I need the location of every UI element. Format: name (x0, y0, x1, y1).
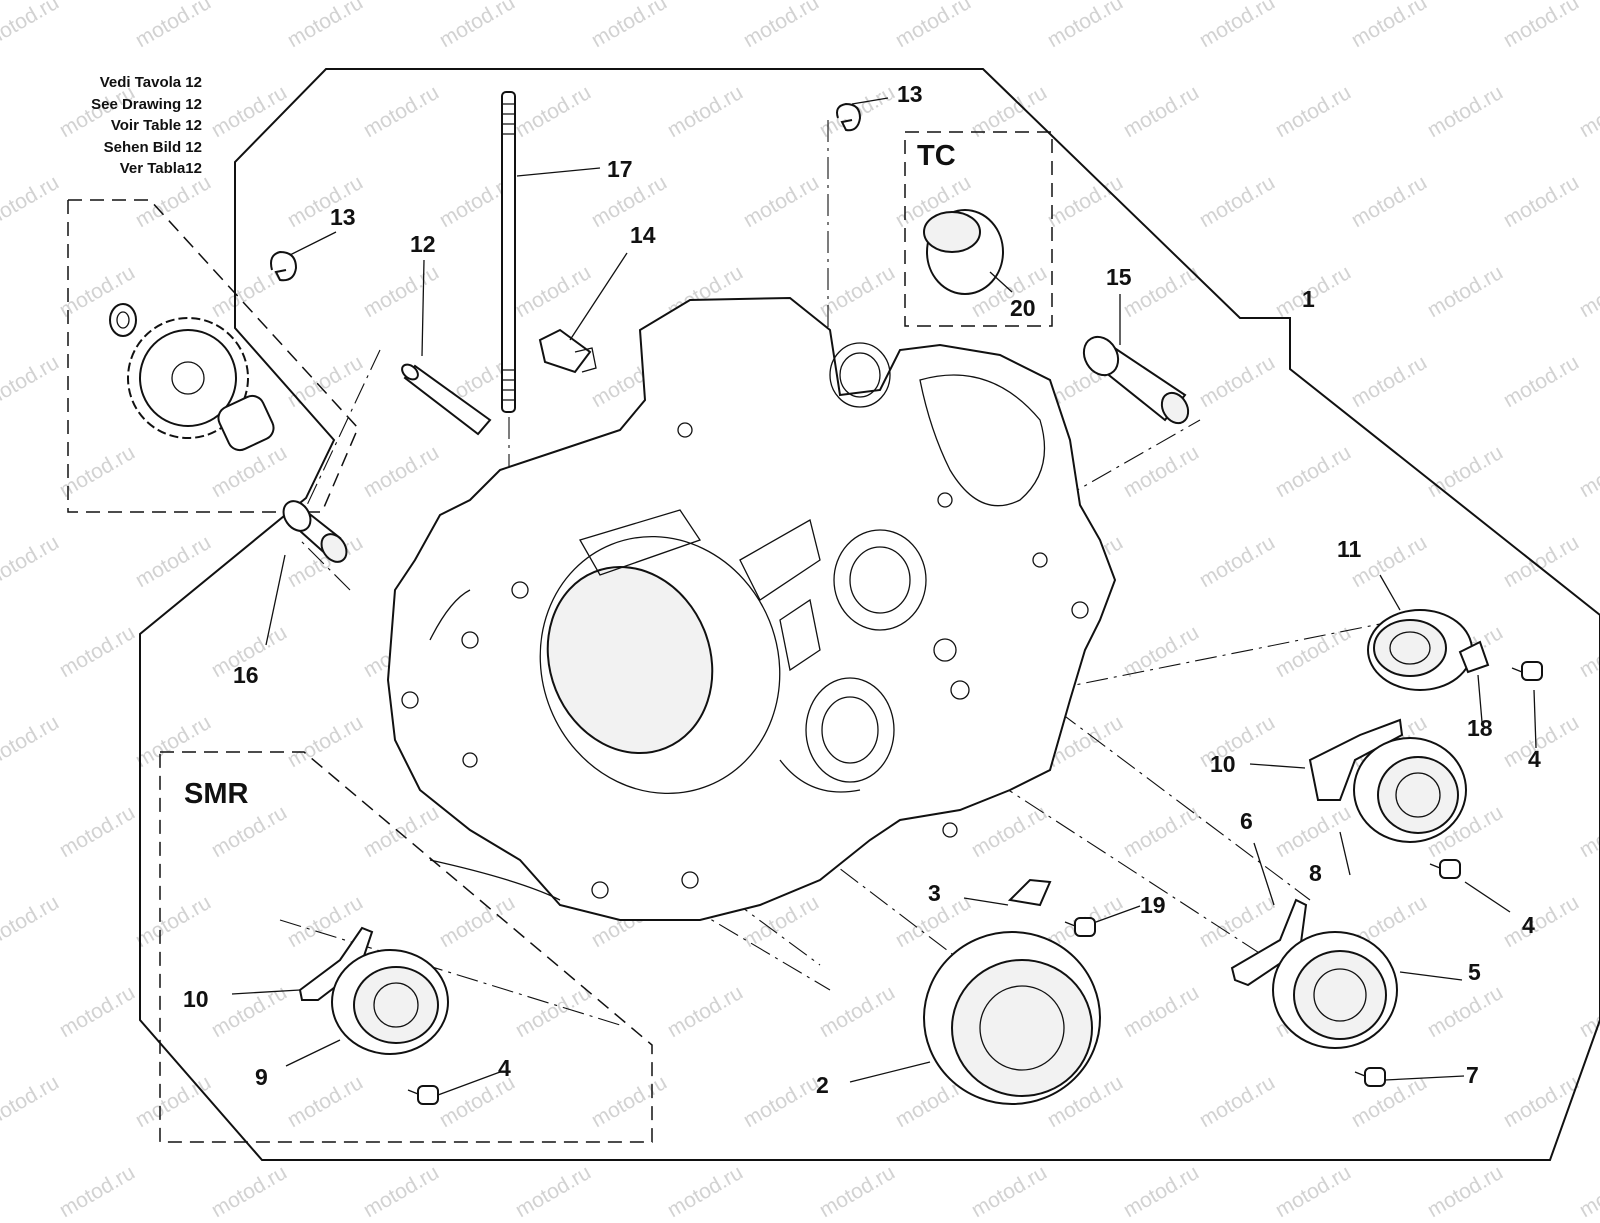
reference-line-it: Vedi Tavola 12 (99, 74, 202, 91)
callout-18: 18 (1467, 715, 1493, 741)
callout-13-left: 13 (330, 204, 356, 230)
callout-19: 19 (1140, 892, 1166, 918)
callout-2: 2 (816, 1072, 829, 1098)
callout-13-right: 13 (897, 81, 923, 107)
callout-4-upper: 4 (1528, 746, 1541, 772)
circlip-upper-right (836, 102, 862, 132)
variant-tag-smr: SMR (184, 778, 249, 810)
tc-frame (904, 131, 1053, 327)
callout-20: 20 (1010, 295, 1036, 321)
retainer-plate-10-left (298, 926, 374, 1001)
cover-plug (923, 209, 1004, 295)
callout-1: 1 (1302, 286, 1315, 312)
callout-15: 15 (1106, 264, 1132, 290)
callout-7: 7 (1466, 1062, 1479, 1088)
reference-frame (67, 199, 359, 513)
bearing-5 (1272, 931, 1398, 1049)
breather-fitting (538, 328, 597, 374)
callout-10-left: 10 (183, 986, 209, 1012)
callout-12: 12 (410, 231, 436, 257)
retainer-plate-6 (1230, 898, 1308, 987)
reference-gear (109, 303, 275, 452)
bearing-2 (923, 931, 1101, 1105)
retainer-plate-18 (1458, 640, 1490, 674)
crankcase-half (386, 296, 1117, 921)
reference-line-es: Ver Tabla12 (119, 160, 202, 177)
main-frame (139, 68, 1600, 1161)
callout-6: 6 (1240, 808, 1253, 834)
callout-4-lower: 4 (498, 1055, 511, 1081)
bushing-left (282, 500, 348, 563)
callout-10-right: 10 (1210, 751, 1236, 777)
callout-11: 11 (1337, 536, 1362, 562)
smr-frame (159, 751, 653, 1143)
screw-4-lower (407, 1085, 439, 1105)
callout-9: 9 (255, 1064, 268, 1090)
screw-4-upper (1511, 661, 1543, 681)
bushing-right (1082, 335, 1190, 425)
bearing-11 (1367, 609, 1473, 691)
callout-5: 5 (1468, 959, 1481, 985)
callout-17: 17 (607, 156, 633, 182)
retainer-plate-3 (1007, 878, 1052, 907)
screw-4-middle (1429, 859, 1461, 879)
screw-7 (1354, 1067, 1386, 1087)
callout-14: 14 (630, 222, 656, 248)
reference-line-de: Sehen Bild 12 (103, 138, 202, 156)
reference-line-en: See Drawing 12 (91, 95, 202, 113)
reference-line-fr: Voir Table 12 (110, 117, 202, 134)
dowel-pin (401, 363, 492, 436)
bearing-8 (1353, 737, 1467, 843)
callout-3: 3 (928, 880, 941, 906)
callout-4-middle: 4 (1522, 912, 1535, 938)
callout-8: 8 (1309, 860, 1322, 886)
callout-leaders (231, 97, 1537, 1096)
callout-16: 16 (233, 662, 259, 688)
variant-tag-tc: TC (917, 140, 956, 172)
stud-bolt (501, 91, 516, 413)
bearing-9 (331, 949, 449, 1055)
screw-19 (1064, 917, 1096, 937)
circlip-upper-left (270, 250, 298, 282)
